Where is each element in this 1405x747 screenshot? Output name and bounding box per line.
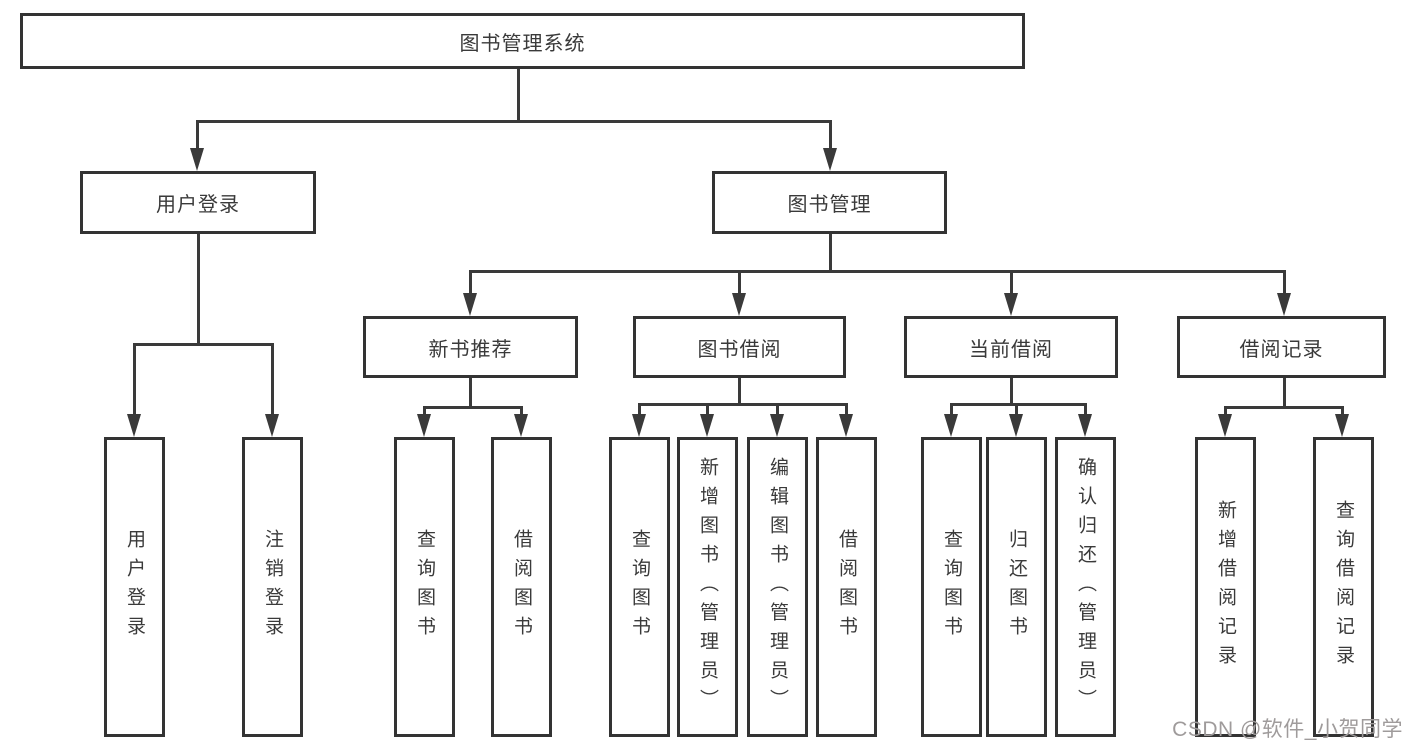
leaf-query-book-borrowing: 查询图书 — [609, 437, 670, 737]
connector-to-user-login — [196, 120, 199, 150]
connector-to-book-management — [829, 120, 832, 150]
connector-root-branch — [196, 120, 832, 123]
connector-current-borrowing-branch — [950, 403, 1087, 406]
leaf-add-book-admin-label: 新增图书（管理员） — [697, 456, 718, 718]
leaf-query-book-current-label: 查询图书 — [941, 529, 962, 645]
leaf-query-book-new-label: 查询图书 — [414, 529, 435, 645]
node-new-book-recommend-label: 新书推荐 — [428, 338, 513, 361]
arrow-down-icon — [1009, 414, 1023, 437]
node-book-management: 图书管理 — [712, 171, 947, 234]
leaf-add-borrow-record-label: 新增借阅记录 — [1215, 500, 1236, 674]
node-current-borrowing-label: 当前借阅 — [969, 338, 1053, 361]
connector-user-login-stem — [197, 234, 200, 346]
leaf-edit-book-admin: 编辑图书（管理员） — [747, 437, 808, 737]
leaf-user-login-label: 用户登录 — [124, 529, 145, 645]
arrow-down-icon — [823, 148, 837, 171]
arrow-down-icon — [944, 414, 958, 437]
node-borrowing-records: 借阅记录 — [1177, 316, 1386, 378]
arrow-down-icon — [1277, 293, 1291, 316]
leaf-confirm-return-admin: 确认归还（管理员） — [1055, 437, 1116, 737]
arrow-down-icon — [127, 414, 141, 437]
leaf-return-book: 归还图书 — [986, 437, 1047, 737]
arrow-down-icon — [1078, 414, 1092, 437]
node-user-login-label: 用户登录 — [156, 194, 240, 216]
connector-to-leaf — [1341, 406, 1344, 416]
connector-root-stem — [517, 69, 520, 122]
arrow-down-icon — [463, 293, 477, 316]
connector-to-new-book-recommend — [469, 270, 472, 296]
leaf-query-book-new: 查询图书 — [394, 437, 455, 737]
arrow-down-icon — [1004, 293, 1018, 316]
node-borrowing-records-label: 借阅记录 — [1239, 338, 1324, 361]
connector-to-leaf-user-login — [133, 343, 136, 417]
connector-book-borrowing-branch — [638, 403, 848, 406]
connector-to-leaf — [1224, 406, 1227, 416]
connector-to-leaf — [520, 406, 523, 416]
node-root-label: 图书管理系统 — [459, 32, 586, 55]
arrow-down-icon — [265, 414, 279, 437]
connector-to-current-borrowing — [1010, 270, 1013, 296]
connector-borrowing-records-stem — [1283, 378, 1286, 409]
connector-to-leaf — [845, 403, 848, 416]
connector-to-leaf — [950, 403, 953, 416]
arrow-down-icon — [700, 414, 714, 437]
arrow-down-icon — [417, 414, 431, 437]
leaf-logout-label: 注销登录 — [262, 529, 283, 645]
leaf-borrow-book: 借阅图书 — [816, 437, 877, 737]
leaf-query-borrow-record-label: 查询借阅记录 — [1333, 500, 1354, 674]
connector-book-mgmt-stem — [829, 234, 832, 273]
leaf-confirm-return-admin-label: 确认归还（管理员） — [1075, 456, 1096, 718]
node-current-borrowing: 当前借阅 — [904, 316, 1118, 378]
node-book-borrowing-label: 图书借阅 — [697, 338, 782, 361]
connector-to-borrowing-records — [1283, 270, 1286, 296]
node-book-management-label: 图书管理 — [787, 194, 872, 216]
arrow-down-icon — [1335, 414, 1349, 437]
connector-to-leaf — [706, 403, 709, 416]
connector-new-book-stem — [469, 378, 472, 409]
node-user-login: 用户登录 — [80, 171, 316, 234]
connector-book-mgmt-branch — [469, 270, 1286, 273]
leaf-edit-book-admin-label: 编辑图书（管理员） — [767, 456, 788, 718]
arrow-down-icon — [839, 414, 853, 437]
leaf-add-book-admin: 新增图书（管理员） — [677, 437, 738, 737]
leaf-borrow-book-new-label: 借阅图书 — [511, 529, 532, 645]
node-root: 图书管理系统 — [20, 13, 1025, 69]
arrow-down-icon — [1218, 414, 1232, 437]
connector-user-login-branch — [133, 343, 274, 346]
connector-to-book-borrowing — [738, 270, 741, 296]
connector-new-book-branch — [423, 406, 523, 409]
connector-to-leaf — [638, 403, 641, 416]
connector-current-borrowing-stem — [1010, 378, 1013, 406]
leaf-borrow-book-label: 借阅图书 — [836, 529, 857, 645]
node-book-borrowing: 图书借阅 — [633, 316, 846, 378]
leaf-borrow-book-new: 借阅图书 — [491, 437, 552, 737]
connector-to-leaf — [423, 406, 426, 416]
connector-to-leaf — [1084, 403, 1087, 416]
arrow-down-icon — [514, 414, 528, 437]
connector-to-leaf — [1015, 403, 1018, 416]
connector-borrowing-records-branch — [1224, 406, 1343, 409]
watermark: CSDN @软件_小贺同学 — [1172, 718, 1403, 741]
arrow-down-icon — [632, 414, 646, 437]
arrow-down-icon — [190, 148, 204, 171]
leaf-add-borrow-record: 新增借阅记录 — [1195, 437, 1256, 737]
leaf-query-borrow-record: 查询借阅记录 — [1313, 437, 1374, 737]
leaf-return-book-label: 归还图书 — [1006, 529, 1027, 645]
arrow-down-icon — [732, 293, 746, 316]
connector-to-leaf — [776, 403, 779, 416]
arrow-down-icon — [770, 414, 784, 437]
leaf-logout: 注销登录 — [242, 437, 303, 737]
leaf-query-book-borrowing-label: 查询图书 — [629, 529, 650, 645]
node-new-book-recommend: 新书推荐 — [363, 316, 578, 378]
connector-book-borrowing-stem — [738, 378, 741, 406]
leaf-query-book-current: 查询图书 — [921, 437, 982, 737]
leaf-user-login: 用户登录 — [104, 437, 165, 737]
connector-to-leaf-logout — [271, 343, 274, 417]
